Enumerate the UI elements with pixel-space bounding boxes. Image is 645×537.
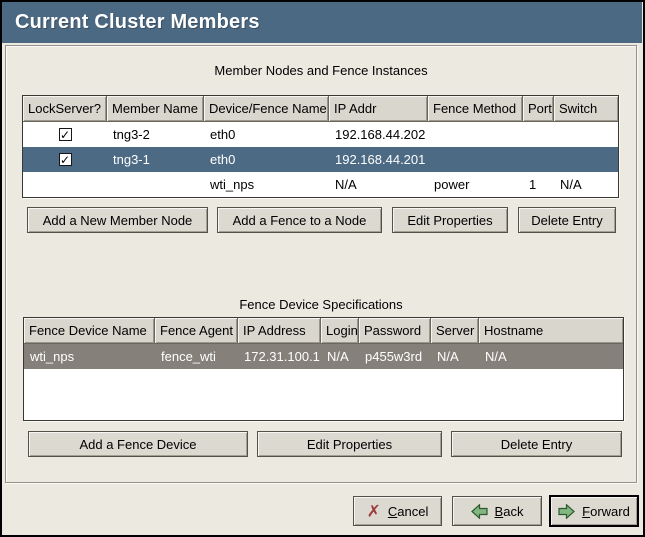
member-row-tng3-1-selected[interactable]: ✓ tng3-1 eth0 192.168.44.201 <box>23 147 618 172</box>
fence-row-wti-nps-selected[interactable]: wti_nps fence_wti 172.31.100.1 N/A p455w… <box>24 344 623 369</box>
cancel-x-icon: ✗ <box>366 501 381 521</box>
cell-device-fence: eth0 <box>210 152 236 167</box>
column-header-device-fence[interactable]: Device/Fence Name <box>204 96 329 121</box>
content-panel: Member Nodes and Fence Instances LockSer… <box>5 45 637 483</box>
column-header-login[interactable]: Login <box>321 318 359 343</box>
back-label: Back <box>494 503 524 519</box>
cell-ip-addr: N/A <box>335 177 357 192</box>
check-icon: ✓ <box>59 128 71 141</box>
fence-delete-entry-button[interactable]: Delete Entry <box>451 431 622 457</box>
cell-member-name: tng3-2 <box>113 127 150 142</box>
cell-fence-device-name: wti_nps <box>30 349 75 364</box>
window-title: Current Cluster Members <box>15 11 260 33</box>
column-header-server[interactable]: Server <box>431 318 479 343</box>
lockserver-checkbox[interactable]: ✓ <box>58 128 72 141</box>
column-header-ip-addr[interactable]: IP Addr <box>329 96 428 121</box>
fence-table-caption: Fence Device Specifications <box>239 297 403 312</box>
cancel-label: Cancel <box>387 503 429 519</box>
cell-member-name: tng3-1 <box>113 152 150 167</box>
cell-switch: N/A <box>560 177 582 192</box>
cell-hostname: N/A <box>485 349 507 364</box>
column-header-fence-device-name[interactable]: Fence Device Name <box>24 318 155 343</box>
cell-port: 1 <box>529 177 537 192</box>
cell-password: p455w3rd <box>365 349 423 364</box>
column-header-lockserver[interactable]: LockServer? <box>23 96 107 121</box>
cell-server: N/A <box>437 349 459 364</box>
cell-device-fence: wti_nps <box>210 177 255 192</box>
check-icon: ✓ <box>59 153 71 166</box>
column-header-fence-agent[interactable]: Fence Agent <box>155 318 238 343</box>
member-row-tng3-2[interactable]: ✓ tng3-2 eth0 192.168.44.202 <box>23 122 618 147</box>
member-table-caption: Member Nodes and Fence Instances <box>214 63 428 78</box>
window-titlebar[interactable]: Current Cluster Members <box>2 2 642 43</box>
member-table-header: LockServer? Member Name Device/Fence Nam… <box>23 96 618 122</box>
add-fence-device-button[interactable]: Add a Fence Device <box>28 431 248 457</box>
column-header-password[interactable]: Password <box>359 318 431 343</box>
fence-edit-properties-button[interactable]: Edit Properties <box>257 431 442 457</box>
forward-button[interactable]: Forward <box>549 495 639 527</box>
column-header-fence-method[interactable]: Fence Method <box>428 96 523 121</box>
cell-fence-method: power <box>434 177 470 192</box>
column-header-hostname[interactable]: Hostname <box>479 318 623 343</box>
cell-device-fence: eth0 <box>210 127 236 142</box>
fence-table-header: Fence Device Name Fence Agent IP Address… <box>24 318 623 344</box>
lockserver-checkbox[interactable]: ✓ <box>58 153 72 166</box>
cell-login: N/A <box>327 349 349 364</box>
column-header-ip-address[interactable]: IP Address <box>238 318 321 343</box>
add-fence-to-node-button[interactable]: Add a Fence to a Node <box>217 207 382 233</box>
column-header-port[interactable]: Port <box>523 96 554 121</box>
member-table: LockServer? Member Name Device/Fence Nam… <box>22 95 619 198</box>
back-button[interactable]: Back <box>452 496 542 526</box>
back-arrow-icon <box>470 503 488 519</box>
cell-fence-agent: fence_wti <box>161 349 216 364</box>
member-delete-entry-button[interactable]: Delete Entry <box>518 207 616 233</box>
column-header-switch[interactable]: Switch <box>554 96 618 121</box>
fence-table: Fence Device Name Fence Agent IP Address… <box>23 317 624 421</box>
column-header-member-name[interactable]: Member Name <box>107 96 204 121</box>
cancel-button[interactable]: ✗ Cancel <box>353 496 442 526</box>
member-row-wti-nps[interactable]: wti_nps N/A power 1 N/A <box>23 172 618 197</box>
cell-ip-address: 172.31.100.1 <box>244 349 320 364</box>
member-edit-properties-button[interactable]: Edit Properties <box>392 207 508 233</box>
cell-ip-addr: 192.168.44.201 <box>335 152 426 167</box>
add-member-node-button[interactable]: Add a New Member Node <box>27 207 208 233</box>
forward-label: Forward <box>582 503 630 519</box>
forward-arrow-icon <box>558 503 576 519</box>
cell-ip-addr: 192.168.44.202 <box>335 127 426 142</box>
